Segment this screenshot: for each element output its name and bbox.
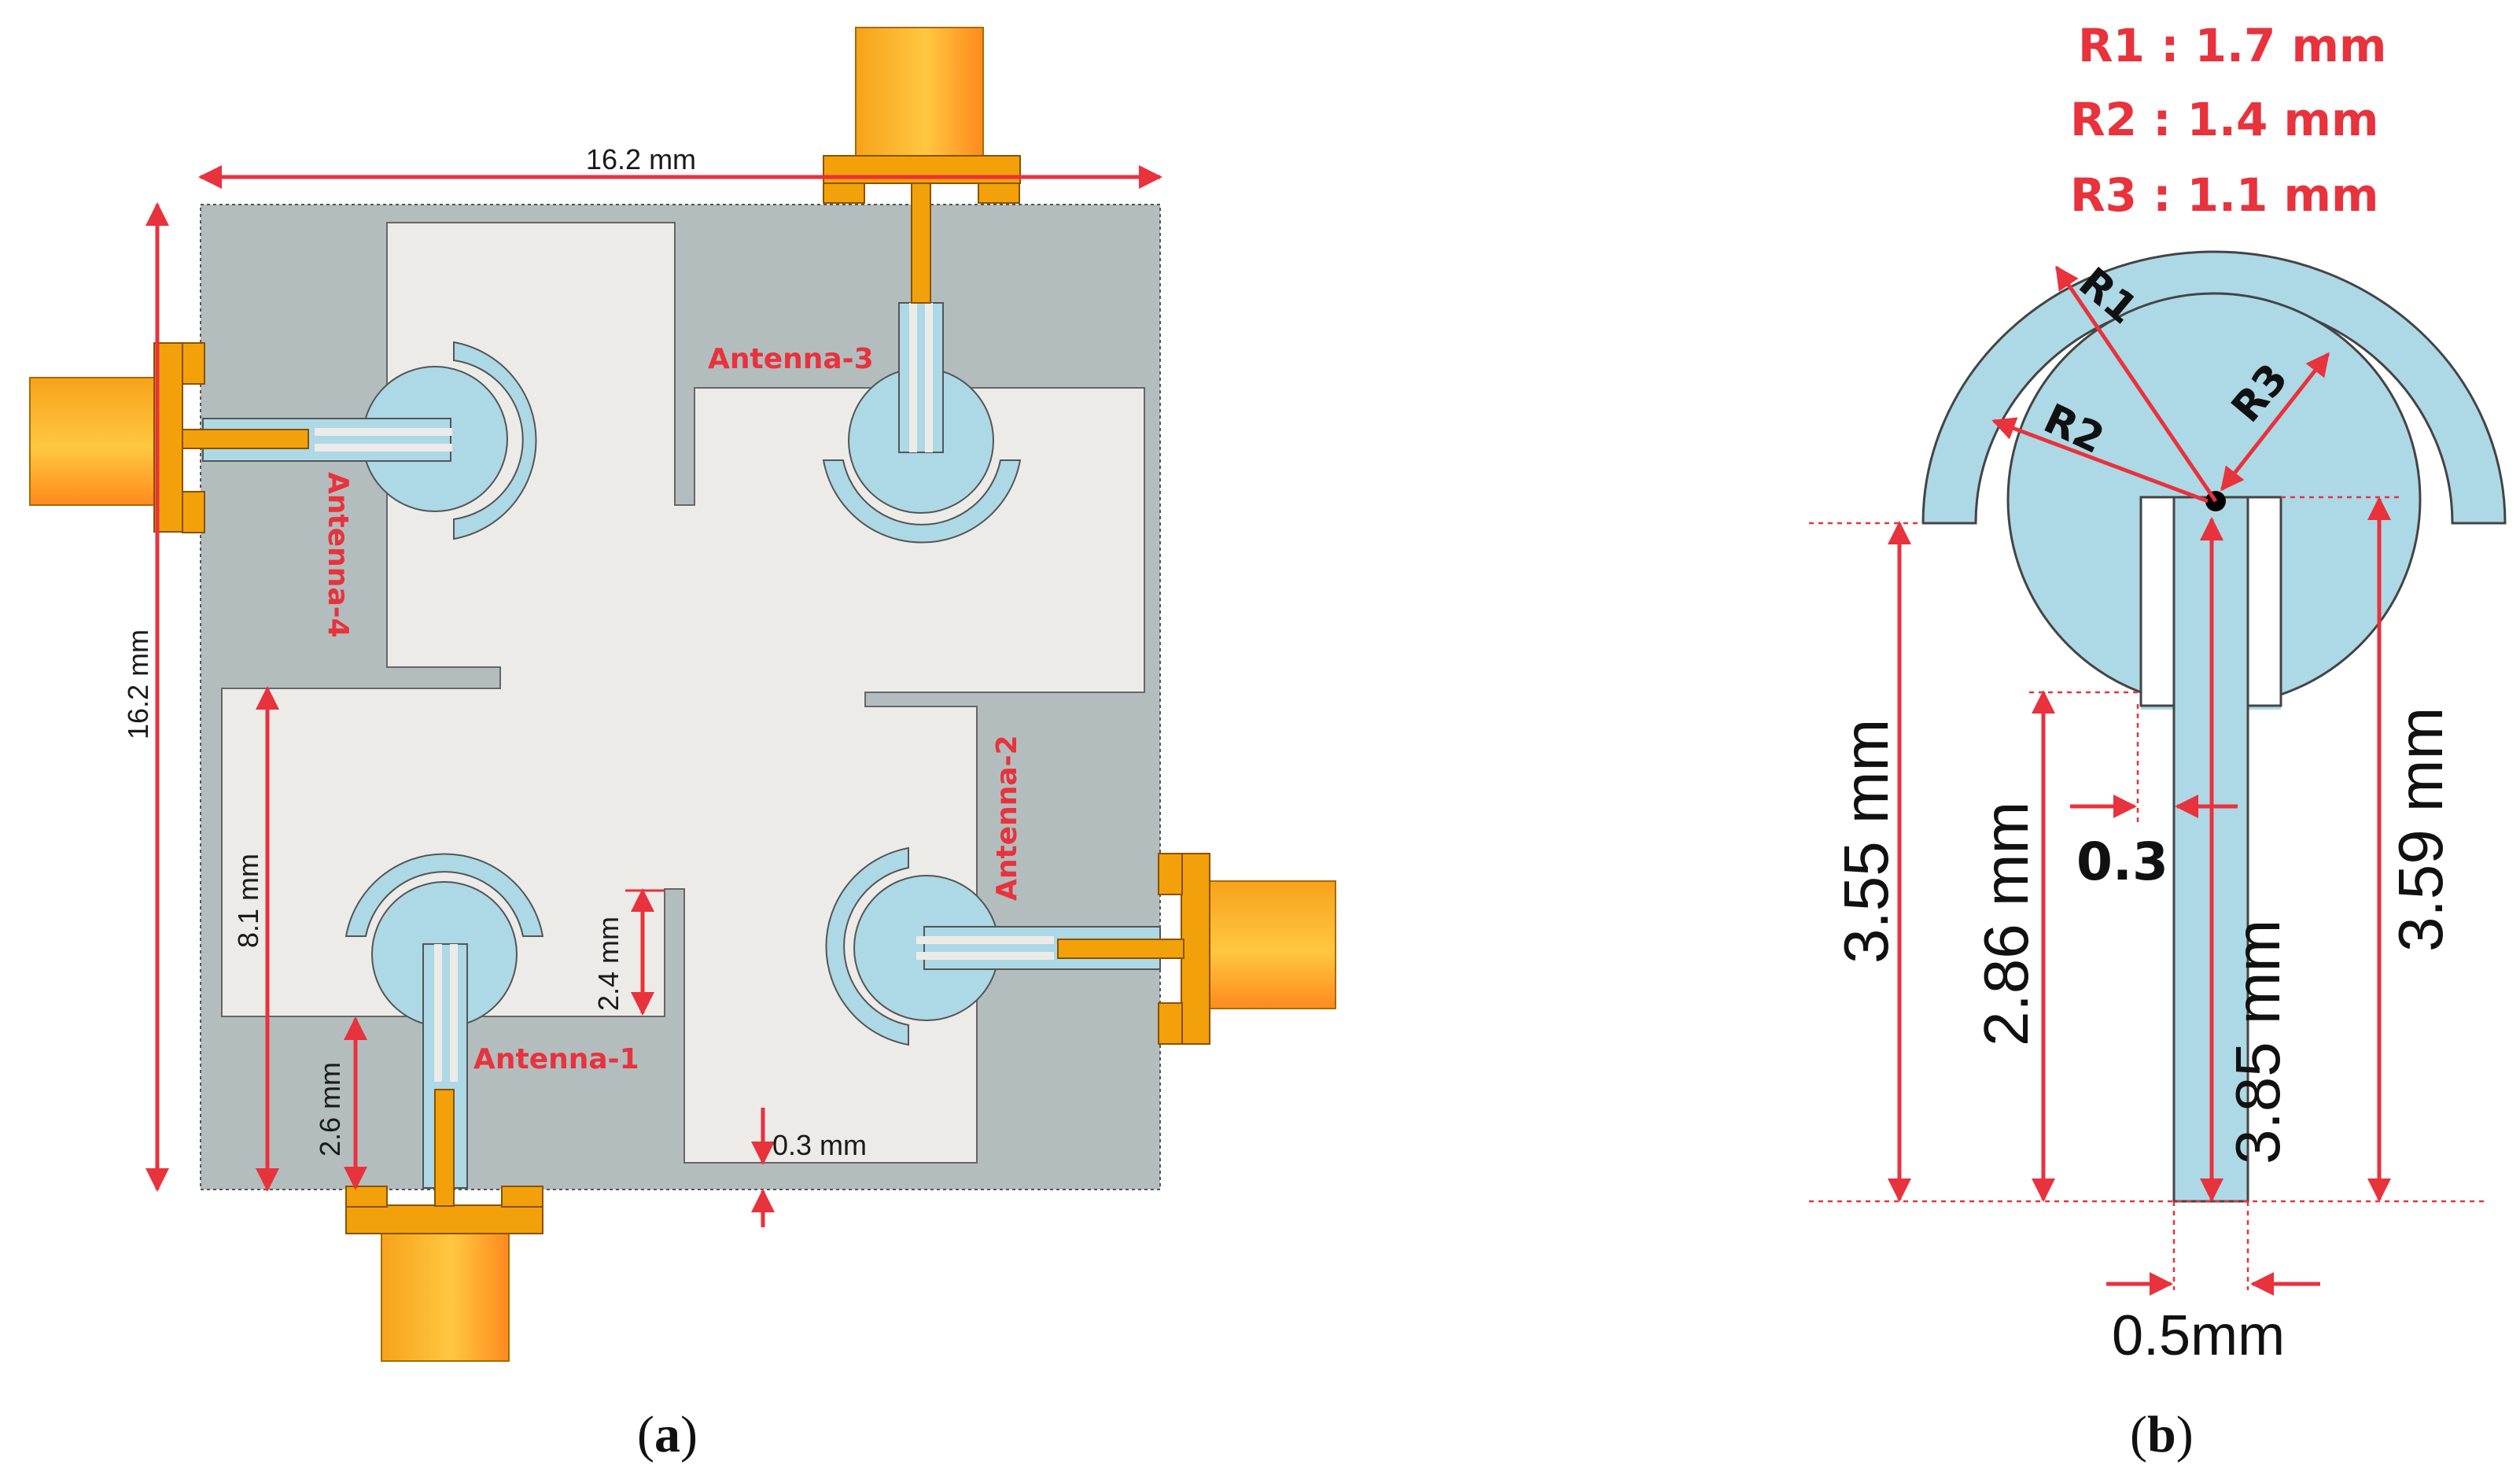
connector-4 <box>29 342 205 533</box>
dim-slot-height: 8.1 mm <box>232 686 279 1192</box>
antenna-1-patch <box>344 853 544 1207</box>
dim-2-86-label: 2.86 mm <box>1971 802 2041 1046</box>
antenna-4-label: Antenna-4 <box>322 472 354 638</box>
dim-edge-gap-label: 0.3 mm <box>772 1129 867 1161</box>
r3-arrow <box>2220 352 2330 492</box>
dim-feed-width-label: 0.5mm <box>2112 1304 2285 1367</box>
dim-3-55-label: 3.55 mm <box>1831 719 1901 964</box>
dim-width-label: 16.2 mm <box>586 143 696 175</box>
dim-3-85: 3.85 mm <box>2200 517 2293 1202</box>
antenna-2-label: Antenna-2 <box>991 735 1023 901</box>
caption-a: (a) <box>637 1406 698 1463</box>
dim-2-86: 2.86 mm <box>1971 690 2055 1202</box>
dim-feed-gap: 2.6 mm <box>314 1016 367 1190</box>
panel-b: R1 : 1.7 mm R2 : 1.4 mm R3 : 1.1 mm R1 R… <box>1809 19 2507 1463</box>
radius-r1-value: R1 : 1.7 mm <box>2078 19 2386 72</box>
dim-notch-label: 2.4 mm <box>592 917 624 1011</box>
dim-3-55: 3.55 mm <box>1831 521 1911 1202</box>
dim-feed-gap-label: 2.6 mm <box>314 1062 346 1156</box>
dim-3-59-label: 3.59 mm <box>2386 707 2456 952</box>
dim-width: 16.2 mm <box>198 143 1162 189</box>
dim-3-59: 3.59 mm <box>2367 496 2456 1202</box>
dim-feed-width: 0.5mm <box>2106 1272 2320 1367</box>
antenna-4-patch <box>182 341 537 540</box>
antenna-3-patch <box>822 183 1022 544</box>
panel-a: 16.2 mm 16.2 mm 8.1 mm 2.6 mm 2.4 mm 0.3… <box>29 27 1336 1463</box>
radius-r3-value: R3 : 1.1 mm <box>2070 168 2378 222</box>
connector-2 <box>1158 853 1336 1045</box>
dim-edge-gap: 0.3 mm <box>751 1108 867 1227</box>
connector-1 <box>345 1186 543 1362</box>
antenna-1-label: Antenna-1 <box>473 1043 639 1075</box>
dim-gap: 0.3 <box>2070 795 2238 892</box>
r1-arrow <box>2054 265 2218 503</box>
dim-height: 16.2 mm <box>122 202 169 1192</box>
dim-height-label: 16.2 mm <box>122 629 154 740</box>
antenna-3-label: Antenna-3 <box>708 343 874 375</box>
caption-b: (b) <box>2130 1406 2194 1463</box>
antenna-2-patch <box>825 846 1184 1046</box>
dim-slot-height-label: 8.1 mm <box>232 854 264 948</box>
dim-3-85-label: 3.85 mm <box>2223 920 2293 1164</box>
dim-gap-label: 0.3 <box>2076 832 2168 892</box>
r2-arrow <box>1991 417 2209 503</box>
dim-notch: 2.4 mm <box>592 888 665 1016</box>
radius-r2-value: R2 : 1.4 mm <box>2070 93 2378 146</box>
